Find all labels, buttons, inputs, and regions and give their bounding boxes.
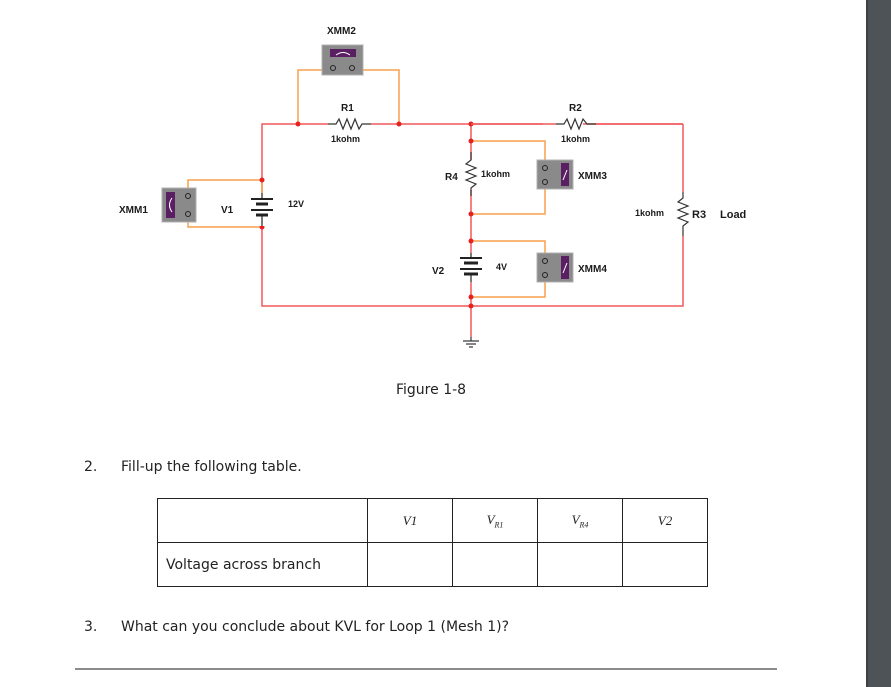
r4-value: 1kohm bbox=[481, 169, 510, 179]
xmm4-label: XMM4 bbox=[578, 264, 607, 275]
v1-label: V1 bbox=[221, 205, 234, 216]
wire-left-top bbox=[261, 123, 328, 193]
table-header-row: V1 VR1 VR4 V2 bbox=[157, 498, 708, 543]
v2-label: V2 bbox=[432, 266, 445, 277]
table-cell-v1[interactable] bbox=[367, 542, 453, 587]
table-header-vr1: VR1 bbox=[452, 498, 538, 543]
multimeter-xmm3-icon: XMM3 bbox=[536, 159, 607, 190]
figure-caption: Figure 1-8 bbox=[396, 382, 467, 398]
resistor-r3: 1kohm R3 Load bbox=[635, 192, 746, 236]
battery-v2 bbox=[460, 253, 482, 282]
multimeter-xmm1-icon: XMM1 bbox=[119, 187, 197, 223]
r3-label: R3 bbox=[692, 209, 706, 221]
table-header-v2: V2 bbox=[622, 498, 708, 543]
r1-label: R1 bbox=[341, 103, 354, 114]
kvl-table: V1 VR1 VR4 V2 Voltage across branch bbox=[157, 498, 708, 587]
junctions bbox=[259, 121, 474, 309]
table-cell-vr4[interactable] bbox=[537, 542, 623, 587]
question-3-text: What can you conclude about KVL for Loop… bbox=[121, 619, 510, 635]
viewer-side-panel bbox=[866, 0, 891, 687]
multimeter-xmm2-icon: XMM2 bbox=[321, 26, 364, 76]
table-header-v1: V1 bbox=[367, 498, 453, 543]
v2-value: 4V bbox=[496, 262, 507, 272]
document-page: R1 1kohm R2 1kohm 1kohm R3 Load R4 1kohm bbox=[75, 26, 777, 670]
resistor-r4: R4 1kohm bbox=[445, 152, 510, 196]
table-header-empty bbox=[157, 498, 368, 543]
r2-label: R2 bbox=[569, 103, 582, 114]
v1-value: 12V bbox=[288, 199, 304, 209]
multimeter-xmm4-icon: XMM4 bbox=[536, 252, 607, 283]
xmm1-label: XMM1 bbox=[119, 205, 148, 216]
ground-icon bbox=[463, 337, 479, 348]
circuit-diagram: R1 1kohm R2 1kohm 1kohm R3 Load R4 1kohm bbox=[119, 26, 746, 348]
question-3-number: 3. bbox=[84, 619, 98, 635]
table-row: Voltage across branch bbox=[157, 542, 708, 587]
resistor-r2: R2 1kohm bbox=[471, 103, 683, 144]
r3-value: 1kohm bbox=[635, 208, 664, 218]
battery-v1 bbox=[251, 193, 273, 226]
probe-wires bbox=[187, 69, 546, 298]
question-2-number: 2. bbox=[84, 459, 98, 475]
table-cell-v2[interactable] bbox=[622, 542, 708, 587]
table-row-label: Voltage across branch bbox=[157, 542, 368, 587]
resistor-r1: R1 1kohm bbox=[328, 103, 371, 144]
table-header-vr4: VR4 bbox=[537, 498, 623, 543]
r4-label: R4 bbox=[445, 172, 458, 183]
r2-value: 1kohm bbox=[561, 134, 590, 144]
r3-load-label: Load bbox=[720, 209, 746, 221]
table-cell-vr1[interactable] bbox=[452, 542, 538, 587]
r1-value: 1kohm bbox=[331, 134, 360, 144]
xmm2-label: XMM2 bbox=[327, 26, 356, 37]
answer-line[interactable] bbox=[75, 668, 777, 670]
xmm3-label: XMM3 bbox=[578, 171, 607, 182]
question-2-text: Fill-up the following table. bbox=[121, 459, 302, 475]
